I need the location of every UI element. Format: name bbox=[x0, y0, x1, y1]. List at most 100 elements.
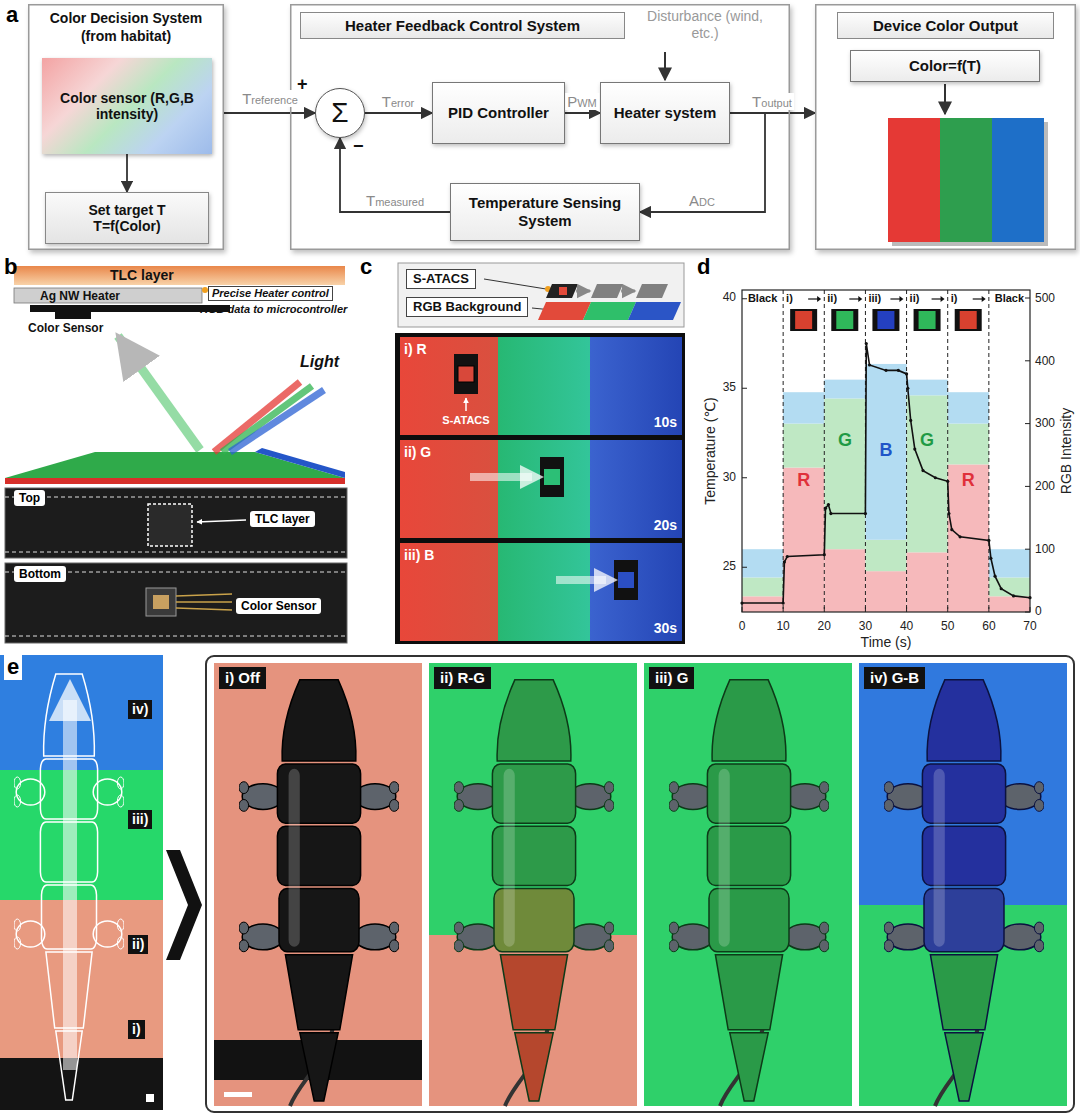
rgb-fill bbox=[742, 596, 783, 612]
panel-c-art bbox=[636, 284, 668, 298]
panel-b-art bbox=[5, 478, 345, 484]
system-panel: Color Decision System (from habitat)Colo… bbox=[28, 4, 224, 250]
label: 40 bbox=[900, 619, 913, 633]
panel-e-art bbox=[0, 655, 163, 770]
label: 25 bbox=[723, 559, 736, 573]
sequence-arrow bbox=[982, 296, 986, 302]
temperature-point bbox=[864, 512, 867, 515]
panel-a-art bbox=[944, 84, 946, 114]
rgb-fill bbox=[948, 392, 989, 423]
connector bbox=[565, 112, 600, 114]
temperature-point bbox=[946, 480, 949, 483]
sequence-arrow bbox=[849, 298, 859, 299]
label: 400 bbox=[1035, 354, 1055, 368]
panel-c-art bbox=[458, 366, 474, 382]
label: R bbox=[962, 470, 975, 492]
label: iv) bbox=[128, 700, 152, 719]
process-box: PID Controller bbox=[432, 82, 565, 144]
tick bbox=[742, 607, 743, 612]
panel-c-art bbox=[618, 572, 634, 588]
panel-c-art bbox=[484, 279, 546, 289]
rgb-fill bbox=[824, 549, 865, 612]
label: 35 bbox=[723, 380, 736, 394]
label: − bbox=[353, 136, 364, 158]
temperature-point bbox=[865, 342, 868, 345]
label: 10s bbox=[654, 414, 677, 431]
label: 70 bbox=[1023, 619, 1036, 633]
panel-e-art bbox=[166, 850, 202, 960]
rgb-fill bbox=[865, 571, 906, 612]
panel-b-art bbox=[5, 266, 347, 643]
sequence-arrow bbox=[941, 296, 945, 302]
label: 0 bbox=[739, 619, 746, 633]
panel-c-art bbox=[559, 287, 567, 295]
label: c bbox=[360, 254, 372, 280]
process-box: Heater system bbox=[600, 82, 730, 144]
rgb-fill bbox=[865, 540, 906, 571]
temperature-point bbox=[868, 363, 871, 366]
panel-c-art bbox=[538, 302, 591, 320]
rgb-fill bbox=[948, 424, 989, 465]
panel-c-art bbox=[556, 576, 606, 584]
tick bbox=[742, 477, 747, 478]
edge-label: ADC bbox=[687, 192, 717, 209]
label: b bbox=[4, 254, 17, 280]
device-swatch bbox=[955, 309, 982, 331]
temperature-point bbox=[1000, 587, 1003, 590]
label: 20s bbox=[654, 517, 677, 534]
label: i) R bbox=[404, 341, 427, 358]
temperature-line bbox=[742, 344, 1030, 604]
tick bbox=[742, 298, 747, 299]
label: Bottom bbox=[14, 566, 66, 582]
device-swatch bbox=[790, 309, 817, 331]
rgb-fill bbox=[742, 549, 783, 577]
panel-c-art bbox=[590, 543, 682, 641]
panel-b-art bbox=[5, 636, 347, 637]
panel-e-art bbox=[884, 680, 1044, 1101]
label: 100 bbox=[1035, 542, 1055, 556]
temperature-point bbox=[740, 601, 743, 604]
label: e bbox=[4, 654, 22, 680]
panel-c-art bbox=[498, 440, 590, 538]
panel-b-art bbox=[230, 390, 324, 452]
tick bbox=[1025, 423, 1030, 424]
node-text: Set target T T=f(Color) bbox=[54, 202, 200, 234]
panel-e-art bbox=[239, 680, 399, 1101]
label: iv) G-B bbox=[864, 667, 925, 689]
region-divider bbox=[947, 290, 948, 612]
label: Light bbox=[300, 352, 339, 371]
sequence-arrow bbox=[817, 296, 821, 302]
tick bbox=[988, 607, 989, 612]
temperature-point bbox=[824, 507, 827, 510]
label: 60 bbox=[982, 619, 995, 633]
panel-c-art bbox=[546, 284, 578, 298]
label: i) bbox=[128, 1020, 145, 1039]
edge-label: Terror bbox=[380, 93, 416, 110]
label: Precise Heater control bbox=[208, 286, 333, 301]
device-swatch bbox=[914, 309, 941, 331]
panel-c-art bbox=[400, 337, 498, 435]
panel-c-art bbox=[400, 440, 498, 538]
edge-label: Toutput bbox=[750, 93, 794, 110]
panel-b-art bbox=[176, 601, 232, 603]
panel-a-art bbox=[888, 118, 940, 242]
temperature-point bbox=[993, 575, 996, 578]
label: ii) bbox=[827, 292, 837, 305]
label: 40 bbox=[723, 290, 736, 304]
panel-a-art bbox=[940, 118, 992, 242]
system-panel: Device Color OutputColor=f(T) bbox=[815, 4, 1076, 250]
panel-e-art bbox=[146, 1094, 154, 1102]
panel-e-art bbox=[206, 656, 1074, 1112]
tick bbox=[824, 607, 825, 612]
edge-label: Treference bbox=[240, 90, 300, 107]
sequence-arrow bbox=[932, 298, 942, 299]
temperature-point bbox=[987, 539, 990, 542]
panel-e-art bbox=[669, 680, 829, 1101]
node-text: Color Decision System (from habitat) bbox=[34, 10, 218, 45]
label: S-ATACS bbox=[442, 414, 489, 427]
label: ii) R-G bbox=[434, 667, 491, 689]
panel-a-art bbox=[664, 52, 666, 80]
temperature-point bbox=[827, 503, 830, 506]
panel-b-art bbox=[153, 595, 169, 609]
